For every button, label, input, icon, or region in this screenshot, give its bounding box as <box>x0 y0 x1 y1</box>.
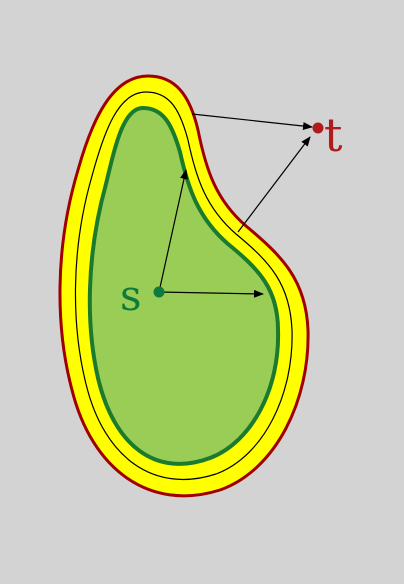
arrow-boundary-top-to-t <box>191 113 313 131</box>
arrow-boundary-neck-to-t <box>237 136 311 233</box>
arrow-s-to-right-boundary <box>158 289 264 298</box>
source-label: s <box>120 271 142 320</box>
target-label: t <box>324 108 343 162</box>
source-point <box>153 286 165 298</box>
target-point <box>312 122 324 134</box>
arrow-s-to-upper-boundary <box>158 169 188 293</box>
inner-region <box>87 105 281 466</box>
middle-contour <box>74 91 293 481</box>
